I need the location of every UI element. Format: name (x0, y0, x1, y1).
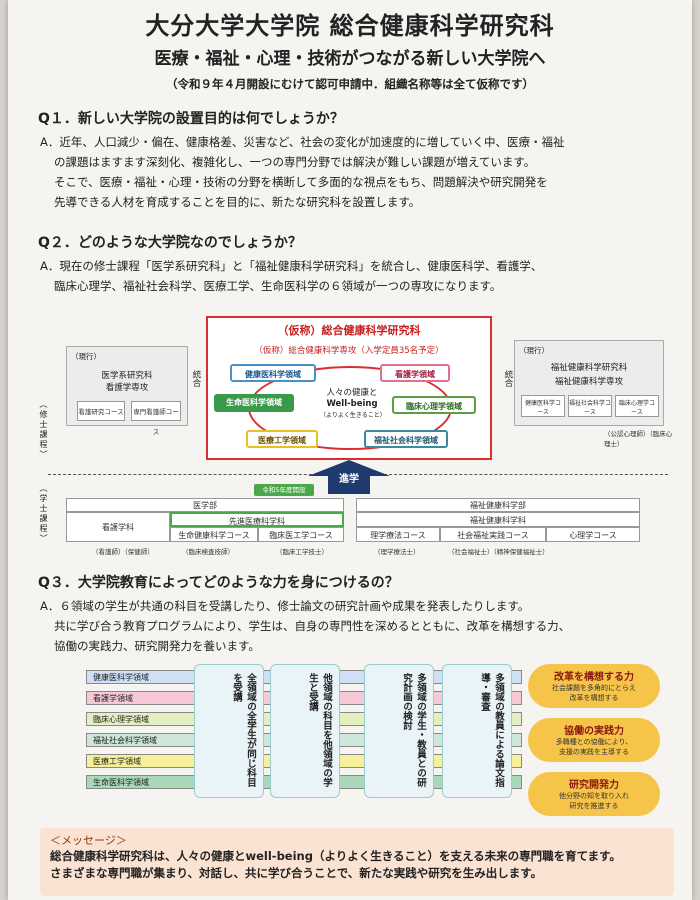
undergrad-course-label: （学士課程） (39, 484, 48, 544)
right-course3: 臨床心理学コース (615, 395, 659, 417)
goal-desc: 改革を構想する (569, 694, 619, 702)
goal-title: 改革を構想する力 (554, 672, 634, 683)
center-subtitle: （仮称）総合健康科学専攻（入学定員35名予定） (254, 346, 444, 356)
master-course-label: （修士課程） (39, 400, 48, 460)
message-line: 総合健康科学研究科は、人々の健康とwell-being（よりよく生きること）を支… (50, 849, 621, 863)
goal-desc: 支援の実践を主導する (559, 748, 629, 756)
goal-desc: 社会課題を多角的にとらえ (552, 684, 636, 692)
right-course1: 健康医科学コース (521, 395, 565, 417)
left-current-label: （現行） (71, 352, 101, 361)
welfare-faculty: 福祉健康科学部 (356, 498, 640, 512)
psych-course: 心理学コース (546, 527, 640, 542)
field-welfare-social: 福祉社会科学領域 (364, 430, 448, 448)
q1-line: 先導できる人材を育成することを目的に、新たな研究科を設置します。 (54, 195, 421, 209)
cap-ce: （臨床工学技士） (276, 548, 328, 556)
header-note: （令和９年４月開設にむけて認可申請中．組織名称等は全て仮称です） (166, 77, 534, 91)
q1-line: の課題はますます深刻化、複雑化し、一つの専門分野では解決が難しい課題が増えていま… (54, 155, 536, 169)
q1-answer: A．近年、人口減少・偏在、健康格差、災害など、社会の変化が加速度的に増していく中… (40, 132, 660, 212)
cap-pt: （理学療法士） (374, 548, 420, 556)
right-course2: 福祉社会科学コース (568, 395, 612, 417)
q3-line: A．６領域の学生が共通の科目を受講したり、修士論文の研究計画や成果を発表したりし… (40, 599, 530, 613)
message-title: ＜メッセージ＞ (50, 834, 127, 847)
right-title1: 福祉健康科学研究科 (550, 363, 628, 373)
goal-research: 研究開発力 他分野の知を取り入れ 研究を推進する (528, 772, 660, 816)
med-faculty: 医学部 (66, 498, 344, 512)
wellbeing-small: （よりよく生きること） (320, 412, 386, 419)
adv-med-dept: 先進医療科学科 (170, 512, 344, 527)
message-line: さまざまな専門職が集まり、対話し、共に学び合うことで、新たな実践や研究を生み出し… (50, 866, 543, 880)
page-subtitle: 医療・福祉・心理・技術がつながる新しい大学院へ (154, 49, 546, 69)
wellbeing-text: 人々の健康と (326, 388, 378, 398)
goal-title: 研究開発力 (569, 780, 619, 791)
right-title2: 福祉健康科学専攻 (554, 377, 623, 387)
right-integrate-label: 統合 (503, 370, 513, 387)
q3-line: 共に学び合う教育プログラムにより、学生は、自身の専門性を深めるとともに、改革を構… (54, 619, 571, 633)
left-title2: 看護学専攻 (105, 383, 149, 393)
q3-line: 協働の実践力、研究開発力を養います。 (54, 639, 260, 653)
q2-line: 臨床心理学、福祉社会科学、医療工学、生命医科学の６領域が一つの専攻になります。 (54, 279, 502, 293)
q3-column: 他領域の科目を他領域の学生と受講 (270, 664, 340, 798)
q3-column: 全領域の全学生が同じ科目を受講 (194, 664, 264, 798)
left-course2: 専門看護師コース (131, 401, 181, 436)
goal-practice: 協働の実践力 多職種との協働により、 支援の実践を主導する (528, 718, 660, 762)
cap-sw: （社会福祉士）（精神保健福祉士） (448, 548, 549, 556)
left-integrate-label: 統合 (191, 370, 201, 387)
q2-line: A．現在の修士課程「医学系研究科」と「福祉健康科学研究科」を統合し、健康医科学、… (40, 259, 543, 273)
right-current-label: （現行） (519, 346, 549, 355)
field-life-med: 生命医科学領域 (214, 394, 294, 412)
advance-arrow (308, 460, 390, 494)
field-health-med: 健康医科学領域 (230, 364, 316, 382)
left-current-panel: （現行） 医学系研究科 看護学専攻 看護研究コース 専門看護師コース (66, 346, 188, 436)
q3-answer: A．６領域の学生が共通の科目を受講したり、修士論文の研究計画や成果を発表したりし… (40, 596, 660, 656)
field-med-eng: 医療工学領域 (246, 430, 318, 448)
message-box: ＜メッセージ＞ 総合健康科学研究科は、人々の健康とwell-being（よりよく… (40, 828, 674, 896)
q3-column: 多領域の学生・教員との研究計画の検討 (364, 664, 434, 798)
center-title: （仮称）総合健康科学研究科 (277, 324, 421, 337)
clinical-course: 臨床医工学コース (258, 527, 344, 542)
q1-line: A．近年、人口減少・偏在、健康格差、災害など、社会の変化が加速度的に増していく中… (40, 135, 565, 149)
field-clinical-psych: 臨床心理学領域 (392, 396, 476, 414)
pt-course: 理学療法コース (356, 527, 440, 542)
q1-question: Q１．新しい大学院の設置目的は何でしょうか？ (38, 111, 344, 127)
right-caption: （公認心理師）（臨床心理士） (604, 430, 673, 448)
page-title: 大分大学大学院 総合健康科学研究科 (145, 12, 555, 40)
life-course: 生命健康科学コース (170, 527, 258, 542)
field-nursing: 看護学領域 (380, 364, 450, 382)
poster: 大分大学大学院 総合健康科学研究科 医療・福祉・心理・技術がつながる新しい大学院… (8, 0, 692, 900)
left-course1: 看護研究コース (77, 401, 125, 421)
right-current-panel: （現行） 福祉健康科学研究科 福祉健康科学専攻 健康医科学コース 福祉社会科学コ… (514, 340, 664, 426)
goal-title: 協働の実践力 (564, 726, 624, 737)
wellbeing-text2: Well-being (326, 399, 378, 409)
welfare-dept: 福祉健康科学科 (356, 512, 640, 527)
wellbeing-label: 人々の健康と Well-being （よりよく生きること） (320, 388, 386, 421)
goal-desc: 多職種との協働により、 (555, 738, 633, 746)
q2-answer: A．現在の修士課程「医学系研究科」と「福祉健康科学研究科」を統合し、健康医科学、… (40, 256, 660, 296)
reiwa-badge: 令和5年度開設 (254, 484, 314, 496)
goal-desc: 研究を推進する (569, 802, 619, 810)
q1-line: そこで、医療・福祉・心理・技術の分野を横断して多面的な視点をもち、問題解決や研究… (54, 175, 548, 189)
nursing-dept: 看護学科 (66, 512, 170, 542)
q3-question: Q３．大学院教育によってどのような力を身につけるの？ (38, 575, 399, 591)
q3-column: 多領域の教員による論文指導・審査 (442, 664, 512, 798)
center-graduate-school: （仮称）総合健康科学研究科 （仮称）総合健康科学専攻（入学定員35名予定） 人々… (206, 316, 492, 460)
cap-nurse: （看護師）（保健師） (92, 548, 154, 556)
q2-question: Q２．どのような大学院なのでしょうか？ (38, 235, 302, 251)
social-course: 社会福祉実践コース (440, 527, 546, 542)
cap-lab: （臨床検査技師） (182, 548, 234, 556)
goal-reform: 改革を構想する力 社会課題を多角的にとらえ 改革を構想する (528, 664, 660, 708)
goal-desc: 他分野の知を取り入れ (559, 792, 629, 800)
advance-label: 進学 (339, 474, 359, 485)
left-title1: 医学系研究科 (101, 371, 153, 381)
